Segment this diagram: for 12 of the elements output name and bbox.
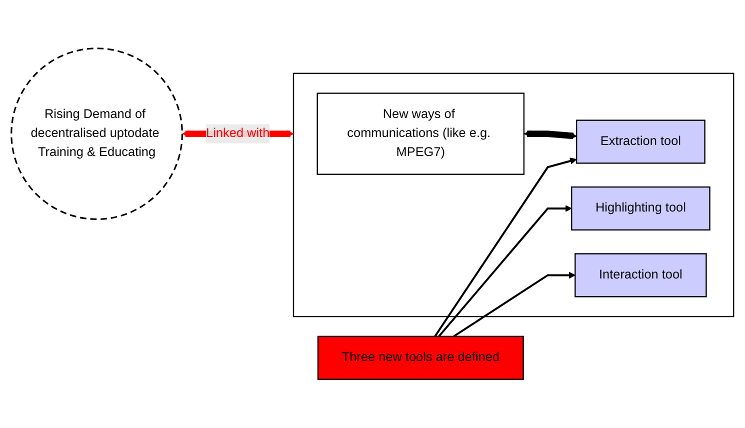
- node-circle: Rising Demand of decentralised uptodate Training & Educating: [10, 48, 184, 220]
- arrow: [434, 158, 577, 338]
- node-box: Three new tools are defined: [317, 336, 524, 380]
- node-box: New ways of communications (like e.g. MPEG7): [316, 92, 525, 176]
- cluster: [292, 72, 734, 318]
- arrow: [438, 205, 572, 338]
- node-box: Extraction tool: [576, 120, 706, 164]
- edge-label: Linked with: [206, 126, 270, 140]
- arrow: [453, 272, 576, 338]
- node-box: Highlighting tool: [571, 186, 710, 231]
- node-box: Interaction tool: [574, 253, 707, 298]
- arrow: [524, 130, 577, 140]
